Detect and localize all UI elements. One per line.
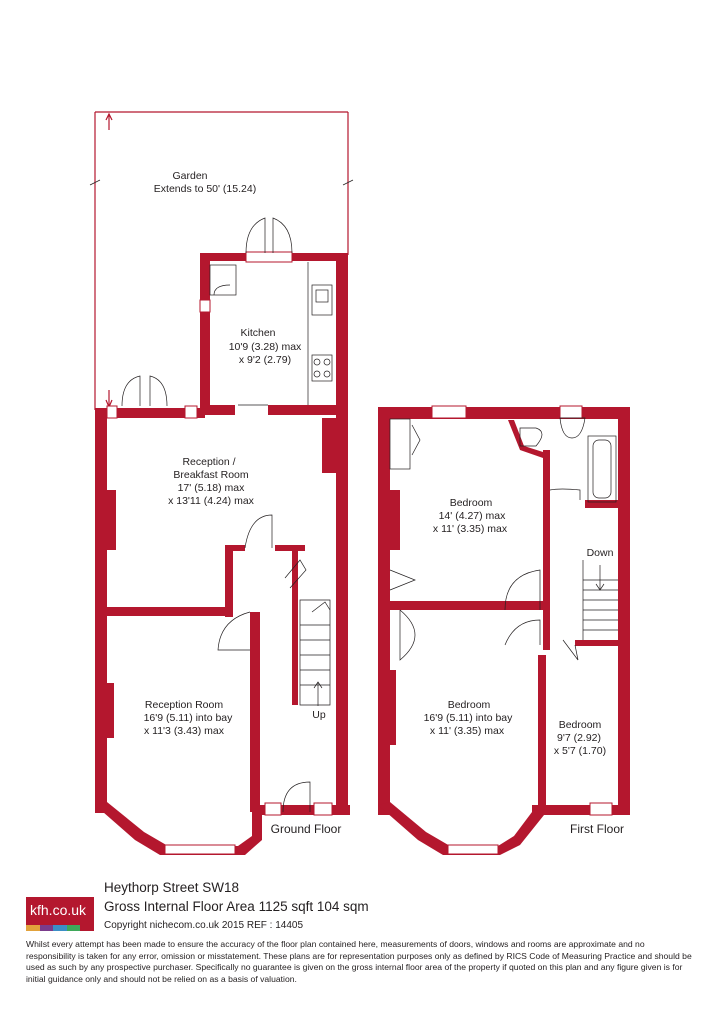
reception-room-dims-2: x 11'3 (3.43) max	[144, 725, 225, 737]
kfh-logo[interactable]: kfh.co.uk	[26, 897, 94, 931]
ground-floor-fittings	[121, 217, 333, 813]
stairs-up-label: Up	[312, 709, 326, 721]
bedroom-3-name: Bedroom	[559, 719, 602, 731]
bedroom-2-dims-2: x 11' (3.35) max	[430, 725, 505, 737]
reception-breakfast-name-2: Breakfast Room	[173, 469, 249, 481]
bedroom-2-name: Bedroom	[448, 699, 491, 711]
bedroom-3-dims-2: x 5'7 (1.70)	[554, 745, 606, 757]
bedroom-2-dims-1: 16'9 (5.11) into bay	[424, 712, 514, 724]
kitchen-name: Kitchen	[240, 327, 275, 339]
logo-bar	[80, 925, 94, 931]
logo-bar	[66, 925, 81, 931]
stairs-down-label: Down	[587, 547, 614, 559]
bedroom-3-dims-1: 9'7 (2.92)	[557, 732, 601, 744]
garden-name: Garden	[172, 170, 207, 182]
logo-bar	[26, 925, 40, 931]
first-floor-label: First Floor	[570, 822, 624, 836]
kitchen-dims-1: 10'9 (3.28) max	[229, 341, 302, 353]
logo-text: kfh.co.uk	[30, 902, 87, 918]
bedroom-1-dims-2: x 11' (3.35) max	[433, 523, 508, 535]
disclaimer-text: Whilst every attempt has been made to en…	[26, 939, 692, 984]
floor-area: Gross Internal Floor Area 1125 sqft 104 …	[104, 899, 369, 914]
kitchen-dims-2: x 9'2 (2.79)	[239, 354, 291, 366]
ground-floor-walls	[95, 251, 350, 855]
garden-dims: Extends to 50' (15.24)	[154, 183, 256, 195]
bedroom-1-dims-1: 14' (4.27) max	[439, 510, 507, 522]
logo-bar	[39, 925, 54, 931]
reception-room-dims-1: 16'9 (5.11) into bay	[144, 712, 234, 724]
room-labels: Garden Extends to 50' (15.24) Kitchen 10…	[144, 170, 624, 836]
reception-breakfast-dims-2: x 13'11 (4.24) max	[168, 495, 255, 507]
reception-room-name: Reception Room	[145, 699, 223, 711]
floor-plan: Garden Extends to 50' (15.24) Kitchen 10…	[89, 111, 630, 855]
ground-floor-label: Ground Floor	[271, 822, 342, 836]
first-floor-walls	[378, 405, 630, 855]
reception-breakfast-dims-1: 17' (5.18) max	[178, 482, 246, 494]
logo-color-bars	[26, 925, 94, 931]
logo-bar	[53, 925, 67, 931]
copyright-text: Copyright nichecom.co.uk 2015 REF : 1440…	[104, 920, 303, 931]
garden-area	[89, 111, 354, 410]
reception-breakfast-name-1: Reception /	[182, 456, 235, 468]
bedroom-1-name: Bedroom	[450, 497, 493, 509]
first-floor-fittings	[389, 417, 618, 661]
property-address: Heythorp Street SW18	[104, 880, 240, 895]
